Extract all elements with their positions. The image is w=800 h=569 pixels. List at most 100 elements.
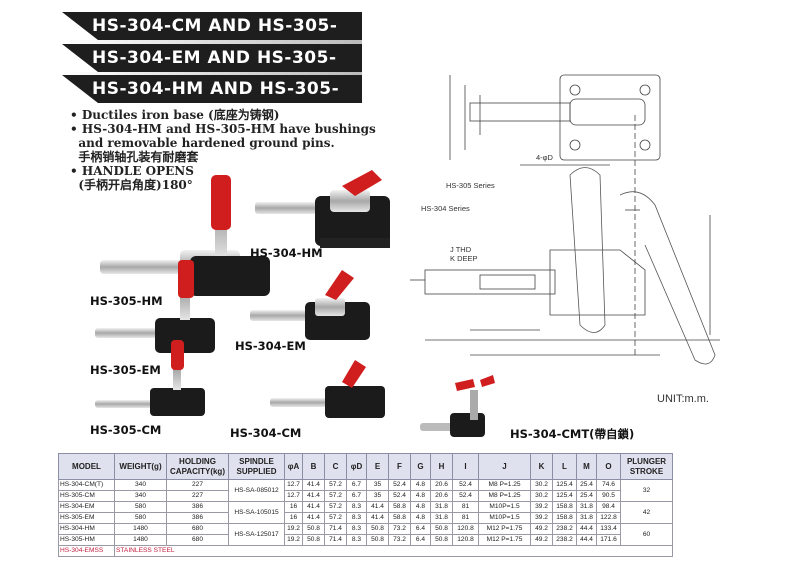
table-cell: 4.8 <box>410 512 431 524</box>
table-cell: 386 <box>166 512 229 524</box>
table-cell: 20.6 <box>430 479 453 491</box>
stainless-note: STAINLESS STEEL <box>114 545 673 557</box>
table-cell: 50.8 <box>430 534 453 546</box>
table-cell: 42 <box>620 501 673 524</box>
bullet-text: HS-304-HM and HS-305-HM have bushings <box>81 122 376 136</box>
table-cell: 120.8 <box>452 534 479 546</box>
table-cell: 6.7 <box>346 490 367 502</box>
label-hs304em: HS-304-EM <box>235 339 306 353</box>
table-cell: 71.4 <box>324 523 347 535</box>
table-cell: 25.4 <box>576 490 597 502</box>
clamp-hs304hm-image <box>255 170 390 248</box>
col-header: PLUNGER STROKE <box>620 453 673 480</box>
bullet-line: and removable hardened ground pins. <box>70 136 376 150</box>
table-cell: 49.2 <box>530 534 553 546</box>
clamp-photos <box>95 170 390 418</box>
table-cell: 81 <box>452 501 479 513</box>
table-cell: 12.7 <box>284 479 303 491</box>
col-header: WEIGHT(g) <box>114 453 167 480</box>
table-cell: 8.3 <box>346 512 367 524</box>
col-header: O <box>596 453 621 480</box>
bullet-text: 手柄销轴孔装有耐磨套 <box>78 150 199 164</box>
model-cell: HS-304-EM <box>58 501 115 513</box>
table-cell: 133.4 <box>596 523 621 535</box>
table-cell: 50.8 <box>430 523 453 535</box>
clamp-hs305hm-image <box>100 175 270 296</box>
model-cell: HS-304-EMSS <box>58 545 115 557</box>
table-cell: 31.8 <box>576 501 597 513</box>
label-hs305cm: HS-305-CM <box>90 423 162 437</box>
table-cell: 41.4 <box>366 512 389 524</box>
bullet-text: Ductiles iron base (底座为铸钢) <box>81 108 280 122</box>
table-cell: 32 <box>620 479 673 502</box>
label-series-305: HS-305 Series <box>446 181 495 190</box>
banner-hm-right: HS-305-HM <box>92 79 340 127</box>
table-cell: 50.8 <box>366 523 389 535</box>
table-cell: 680 <box>166 523 229 535</box>
bullet-line: • Ductiles iron base (底座为铸钢) <box>70 108 280 122</box>
table-cell: 31.8 <box>430 501 453 513</box>
table-cell: HS-SA-085012 <box>228 479 285 502</box>
label-hs305em: HS-305-EM <box>90 363 161 377</box>
banner-hm: HS-304-HM AND HS-305-HM <box>62 75 362 103</box>
label-hs305hm: HS-305-HM <box>90 294 163 308</box>
model-cell: HS-305-CM <box>58 490 115 502</box>
col-header: F <box>388 453 411 480</box>
table-cell: 90.5 <box>596 490 621 502</box>
table-cell: 50.8 <box>366 534 389 546</box>
table-cell: 6.4 <box>410 523 431 535</box>
table-cell: 386 <box>166 501 229 513</box>
table-cell: 73.2 <box>388 534 411 546</box>
bullet-text: and removable hardened ground pins. <box>78 136 335 150</box>
table-cell: 122.8 <box>596 512 621 524</box>
table-cell: 8.3 <box>346 534 367 546</box>
table-cell: 41.4 <box>302 490 325 502</box>
col-header: B <box>302 453 325 480</box>
table-cell: 52.4 <box>452 490 479 502</box>
table-cell: 35 <box>366 479 389 491</box>
table-cell: 125.4 <box>552 490 577 502</box>
table-cell: 41.4 <box>366 501 389 513</box>
label-hs304cmt: HS-304-CMT(帶自鎖) <box>510 427 635 441</box>
table-cell: 8.3 <box>346 523 367 535</box>
table-header-row: MODEL WEIGHT(g) HOLDING CAPACITY(kg) SPI… <box>58 453 673 480</box>
banner-underline <box>62 72 362 76</box>
table-cell: 52.4 <box>452 479 479 491</box>
table-cell: 31.8 <box>430 512 453 524</box>
table-cell: 6.7 <box>346 479 367 491</box>
bullet-line: • HS-304-HM and HS-305-HM have bushings <box>70 122 376 136</box>
model-cell: HS-304-HM <box>58 523 115 535</box>
table-cell: 30.2 <box>530 479 553 491</box>
table-cell: 57.2 <box>324 490 347 502</box>
clamp-hs305em-image <box>95 260 215 353</box>
table-cell: 52.4 <box>388 479 411 491</box>
label-hole: 4-φD <box>536 153 553 162</box>
banner-em: HS-304-EM AND HS-305-EM <box>62 44 362 72</box>
banner-cm-left: HS-304-CM <box>92 16 202 36</box>
table-cell: 4.8 <box>410 501 431 513</box>
clamp-hs304cmt-image <box>420 375 495 437</box>
table-cell: M12 P=1.75 <box>478 523 531 535</box>
table-cell: 238.2 <box>552 534 577 546</box>
clamp-hs305cm-image <box>95 340 205 416</box>
banner-cm: HS-304-CM AND HS-305-CM <box>62 12 362 40</box>
table-cell: 8.3 <box>346 501 367 513</box>
banner-em-left: HS-304-EM <box>92 48 202 68</box>
clamp-hs304cm-image <box>270 360 385 418</box>
banner-em-and: AND <box>207 48 251 68</box>
table-cell: 580 <box>114 501 167 513</box>
table-cell: 71.4 <box>324 534 347 546</box>
table-cell: 20.6 <box>430 490 453 502</box>
clamp-hs304em-image <box>250 270 370 340</box>
col-header: I <box>452 453 479 480</box>
table-cell: 6.4 <box>410 534 431 546</box>
table-cell: 1480 <box>114 523 167 535</box>
table-cell: 58.8 <box>388 512 411 524</box>
table-cell: 44.4 <box>576 523 597 535</box>
model-cell: HS-304-CM(T) <box>58 479 115 491</box>
